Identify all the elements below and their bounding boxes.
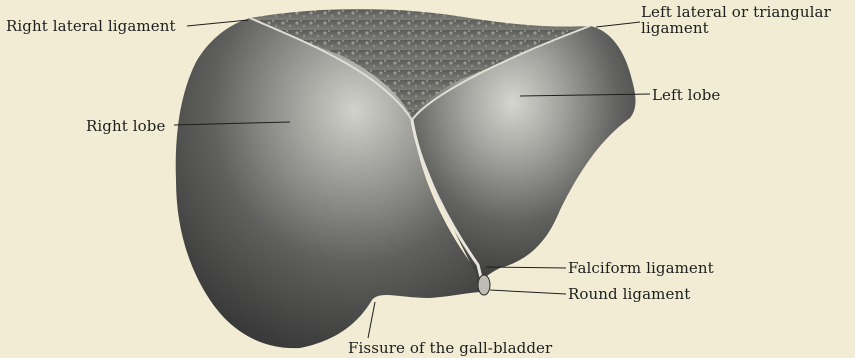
label-fissure-gall-bladder: Fissure of the gall-bladder xyxy=(348,340,552,356)
label-left-lateral-ligament: Left lateral or triangular ligament xyxy=(641,4,831,36)
label-falciform-ligament: Falciform ligament xyxy=(568,260,714,276)
leader-fissure xyxy=(368,302,375,338)
leader-left-lateral xyxy=(596,22,640,27)
leader-round xyxy=(490,290,566,294)
label-round-ligament: Round ligament xyxy=(568,286,690,302)
label-right-lateral-ligament: Right lateral ligament xyxy=(6,18,176,34)
label-left-lateral-line2: ligament xyxy=(641,20,831,36)
label-right-lobe: Right lobe xyxy=(86,118,165,134)
label-left-lobe: Left lobe xyxy=(652,87,720,103)
round-ligament-knob xyxy=(478,275,490,295)
